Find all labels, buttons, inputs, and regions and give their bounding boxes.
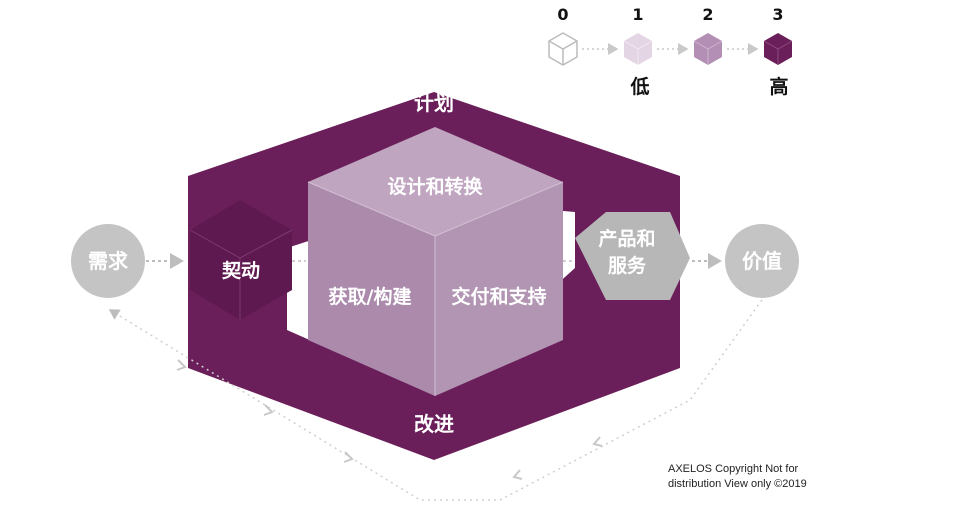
legend-level-1: 1 [632, 5, 643, 24]
demand-label: 需求 [88, 249, 129, 273]
legend-level-0: 0 [557, 5, 568, 24]
legend-level-3: 3 [772, 5, 783, 24]
cube-left-face [308, 182, 435, 396]
cube-right-face [435, 182, 563, 396]
copyright-line-1: AXELOS Copyright Not for [668, 463, 799, 475]
value-circle [725, 224, 799, 298]
obtain-build-label: 获取/构建 [329, 285, 412, 308]
improve-label: 改进 [414, 412, 454, 436]
demand-circle [71, 224, 145, 298]
feedback-loop-line [108, 299, 763, 501]
product-label-line2: 服务 [608, 254, 647, 277]
engage-label: 契动 [221, 259, 260, 282]
cube-edge [434, 181, 564, 237]
legend-level-2: 2 [702, 5, 713, 24]
engage-cube-front [190, 200, 292, 320]
legend-cube-2 [693, 33, 723, 65]
copyright-line-2: distribution View only ©2019 [668, 478, 807, 490]
design-transition-label: 设计和转换 [387, 175, 483, 198]
deliver-support-label: 交付和支持 [451, 285, 546, 308]
feedback-loop-chevrons [343, 451, 354, 463]
plan-label: 计划 [414, 91, 454, 115]
legend-cube-1 [623, 33, 653, 65]
maturity-legend: 0 1 2 3 低 高 [548, 5, 793, 98]
feedback-loop-chevrons [263, 404, 274, 416]
cube-edge [307, 181, 436, 237]
product-label-line1: 产品和 [598, 227, 655, 250]
value-label: 价值 [742, 249, 782, 273]
feedback-loop-chevrons [176, 359, 187, 371]
legend-cube-0 [548, 32, 578, 66]
feedback-loop-chevrons [512, 469, 523, 480]
legend-low-label: 低 [629, 75, 649, 98]
copyright-notice: AXELOS Copyright Not for distribution Vi… [668, 462, 858, 492]
product-hexagon [575, 212, 690, 300]
legend-high-label: 高 [769, 75, 788, 98]
feedback-loop-chevrons [592, 436, 603, 447]
legend-cube-3 [763, 33, 793, 65]
